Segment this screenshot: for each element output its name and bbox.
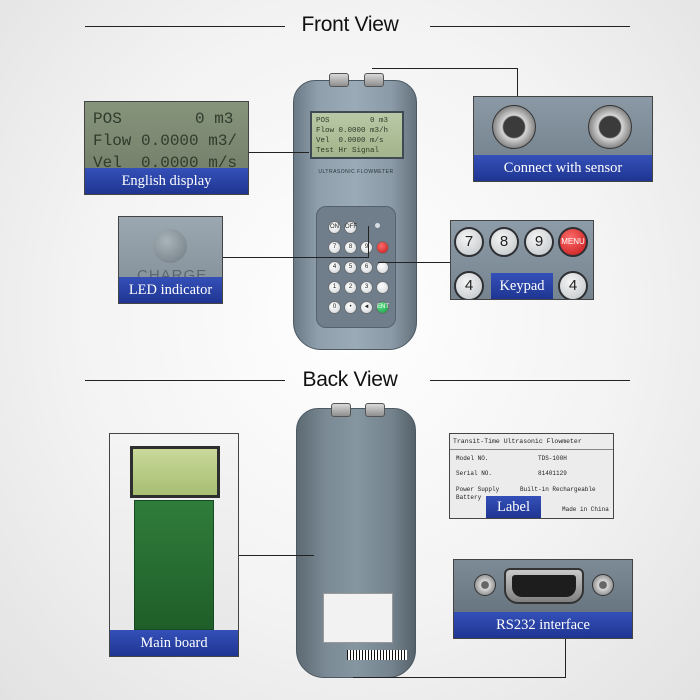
sensor-connector-right — [364, 73, 384, 87]
key-on[interactable]: ON — [328, 221, 341, 234]
label-serial-key: Serial NO. — [456, 470, 493, 477]
sensor-zoom-connector-left — [492, 105, 536, 149]
key-4[interactable]: 4 — [328, 261, 341, 274]
label-battery: Battery — [456, 494, 482, 501]
zoom-display-line1-right: 0 m3 — [195, 110, 234, 128]
key-off[interactable]: OFF — [344, 221, 357, 234]
sensor-connector-left — [329, 73, 349, 87]
zoom-key-4[interactable]: 4 — [454, 271, 484, 299]
back-barcode — [347, 650, 407, 660]
device-lcd-line1: POS 0 m3 — [316, 117, 389, 125]
rs232-caption: RS232 interface — [454, 612, 632, 638]
rs232-screw-right — [592, 574, 614, 596]
label-model-val: TDS-100H — [538, 455, 567, 462]
key-enter[interactable]: ENT — [376, 301, 389, 314]
label-divider — [450, 449, 613, 450]
device-front: POS 0 m3 Flow 0.0000 m3/h Vel 0.0000 m/s… — [293, 73, 417, 350]
keypad-panel: 7 8 9 MENU 4 4 Keypad — [450, 220, 594, 300]
back-rule-left — [85, 380, 285, 381]
label-panel: Transit-Time Ultrasonic Flowmeter Model … — [449, 433, 614, 519]
key-5[interactable]: 5 — [344, 261, 357, 274]
key-6[interactable]: 6 — [360, 261, 373, 274]
label-power-val: Built-in Rechargeable — [520, 486, 596, 493]
led-indicator-panel: CHARGE LED indicator — [118, 216, 223, 304]
device-lcd-line4: Test Hr Signal — [316, 147, 380, 155]
rs232-panel: RS232 interface — [453, 559, 633, 639]
rs232-screw-left — [474, 574, 496, 596]
connector-keypad — [378, 262, 450, 263]
main-board-panel: Main board — [109, 433, 239, 657]
device-lcd: POS 0 m3 Flow 0.0000 m3/h Vel 0.0000 m/s… — [310, 111, 404, 159]
led-zoom-icon — [153, 229, 187, 263]
back-connector-left — [331, 403, 351, 417]
back-rule-right — [430, 380, 630, 381]
led-indicator-caption: LED indicator — [119, 277, 222, 303]
back-connector-right — [365, 403, 385, 417]
front-view-title: Front View — [301, 13, 399, 36]
connector-led-h — [223, 257, 368, 258]
connector-rs232-v — [565, 639, 566, 677]
key-up[interactable] — [376, 261, 389, 274]
connector-led-v — [368, 226, 369, 258]
label-title: Transit-Time Ultrasonic Flowmeter — [453, 438, 582, 445]
key-back[interactable]: ◄ — [360, 301, 373, 314]
connector-main-board — [239, 555, 314, 556]
key-7[interactable]: 7 — [328, 241, 341, 254]
key-3[interactable]: 3 — [360, 281, 373, 294]
key-9[interactable]: 9 — [360, 241, 373, 254]
rs232-port-inner — [512, 575, 576, 597]
zoom-key-8[interactable]: 8 — [489, 227, 519, 257]
key-0[interactable]: 0 — [328, 301, 341, 314]
zoom-key-9[interactable]: 9 — [524, 227, 554, 257]
key-dot[interactable]: • — [344, 301, 357, 314]
zoom-display-line1-left: POS — [93, 110, 122, 128]
label-power-key: Power Supply — [456, 486, 500, 493]
label-made-in: Made in China — [562, 506, 609, 513]
connector-rs232-h — [353, 677, 566, 678]
key-2[interactable]: 2 — [344, 281, 357, 294]
zoom-display-line2: Flow 0.0000 m3/ — [93, 132, 238, 150]
zoom-key-menu[interactable]: MENU — [558, 227, 588, 257]
front-rule-right — [430, 26, 630, 27]
key-8[interactable]: 8 — [344, 241, 357, 254]
connector-english-display — [249, 152, 309, 153]
device-brand: ULTRASONIC FLOWMETER — [318, 169, 394, 175]
main-board-caption: Main board — [110, 630, 238, 656]
zoom-key-7[interactable]: 7 — [454, 227, 484, 257]
back-view-title: Back View — [302, 368, 398, 391]
device-lcd-line3: Vel 0.0000 m/s — [316, 137, 384, 145]
zoom-display-line3: Vel 0.0000 m/s — [93, 154, 238, 172]
board-lcd — [130, 446, 220, 498]
device-lcd-line2: Flow 0.0000 m3/h — [316, 127, 389, 135]
label-serial-val: 81401129 — [538, 470, 567, 477]
connector-sensor-v — [517, 68, 518, 96]
english-display-caption: English display — [85, 168, 248, 194]
sensor-caption: Connect with sensor — [474, 155, 652, 181]
board-pcb — [134, 500, 214, 630]
sensor-panel: Connect with sensor — [473, 96, 653, 182]
connector-sensor-h — [372, 68, 518, 69]
key-down[interactable] — [376, 281, 389, 294]
label-model-key: Model NO. — [456, 455, 489, 462]
rs232-port — [504, 568, 584, 604]
front-rule-left — [85, 26, 285, 27]
key-1[interactable]: 1 — [328, 281, 341, 294]
key-menu[interactable] — [376, 241, 389, 254]
zoom-key-up[interactable]: 4 — [558, 271, 588, 299]
device-back — [296, 403, 416, 678]
back-label-sticker — [323, 593, 393, 643]
keypad-caption: Keypad — [491, 273, 553, 299]
english-display-panel: POS 0 m3 Flow 0.0000 m3/ Vel 0.0000 m/s … — [84, 101, 249, 195]
sensor-zoom-connector-right — [588, 105, 632, 149]
led-dot — [375, 223, 380, 228]
label-caption: Label — [486, 496, 541, 518]
